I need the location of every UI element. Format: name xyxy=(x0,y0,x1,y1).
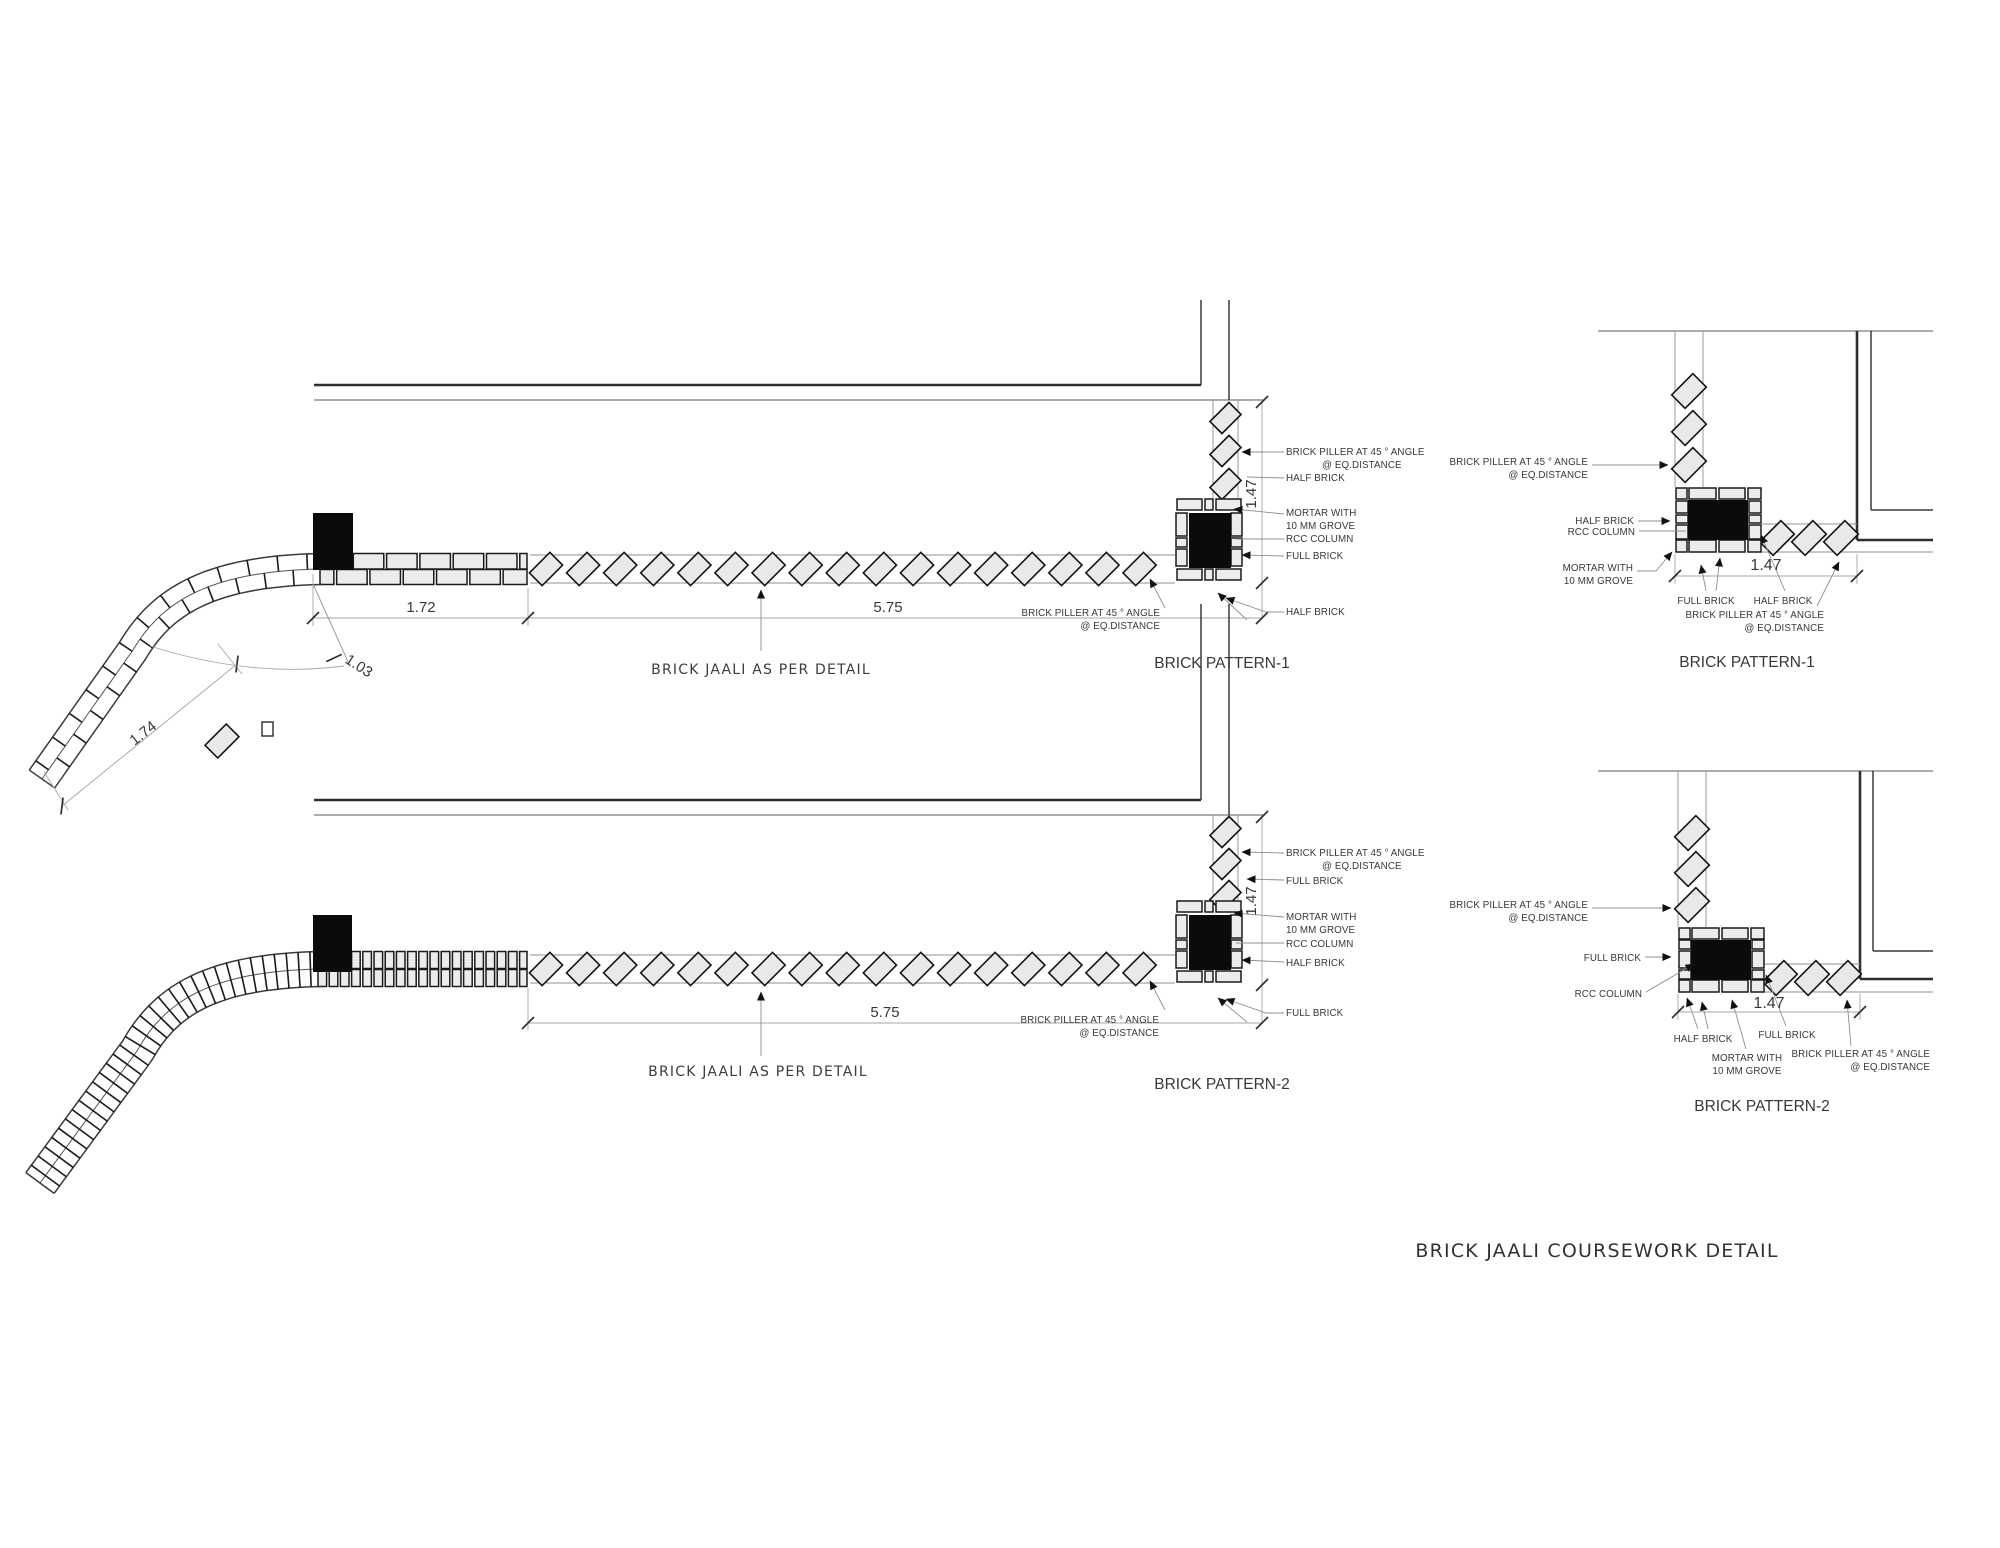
plan1-dim-wall: 1.72 xyxy=(406,599,435,616)
plan1-callout-rcc: RCC COLUMN xyxy=(1286,534,1353,545)
plan1-caption: BRICK PATTERN-1 xyxy=(1154,655,1290,672)
plan2-callout-piller: BRICK PILLER AT 45 ° ANGLE xyxy=(1286,848,1425,859)
detail-brick-pattern-1 xyxy=(1592,330,1933,607)
detail2-callout-full-brick: FULL BRICK xyxy=(1584,953,1642,964)
detail1-caption: BRICK PATTERN-1 xyxy=(1679,654,1815,671)
plan1-callout-piller-bottom2: @ EQ.DISTANCE xyxy=(1080,621,1160,632)
detail1-callout-piller2: @ EQ.DISTANCE xyxy=(1508,470,1588,481)
plan2-callout-full-brick: FULL BRICK xyxy=(1286,876,1344,887)
plan2-callout-piller-bottom: BRICK PILLER AT 45 ° ANGLE xyxy=(1021,1015,1160,1026)
detail1-callout-rcc: RCC COLUMN xyxy=(1568,527,1635,538)
detail1-callout-piller: BRICK PILLER AT 45 ° ANGLE xyxy=(1450,457,1589,468)
plan-brick-pattern-2 xyxy=(25,604,1285,1194)
plan1-callout-mortar2: 10 MM GROVE xyxy=(1286,521,1356,532)
detail2-caption: BRICK PATTERN-2 xyxy=(1694,1098,1830,1115)
detail1-callout-half-brick-2: HALF BRICK xyxy=(1754,596,1813,607)
plan1-dim-pillar: 1.47 xyxy=(1243,479,1260,508)
plan1-callout-half-brick: HALF BRICK xyxy=(1286,473,1345,484)
plan2-callout-piller-bottom2: @ EQ.DISTANCE xyxy=(1079,1028,1159,1039)
detail1-callout-piller-bottom2: @ EQ.DISTANCE xyxy=(1744,623,1824,634)
plan1-callout-piller: BRICK PILLER AT 45 ° ANGLE xyxy=(1286,447,1425,458)
plan2-caption: BRICK PATTERN-2 xyxy=(1154,1076,1290,1093)
plan2-callout-piller2: @ EQ.DISTANCE xyxy=(1322,861,1402,872)
plan2-callout-rcc: RCC COLUMN xyxy=(1286,939,1353,950)
sheet-title: BRICK JAALI COURSEWORK DETAIL xyxy=(1415,1240,1778,1262)
plan1-dim-curve: 1.74 xyxy=(126,718,159,749)
detail1-callout-piller-bottom: BRICK PILLER AT 45 ° ANGLE xyxy=(1686,610,1825,621)
plan2-note: BRICK JAALI AS PER DETAIL xyxy=(648,1064,868,1080)
plan1-note: BRICK JAALI AS PER DETAIL xyxy=(651,662,871,678)
detail2-callout-half-brick: HALF BRICK xyxy=(1674,1034,1733,1045)
plan2-callout-full-brick-2: FULL BRICK xyxy=(1286,1008,1344,1019)
detail1-callout-full-brick: FULL BRICK xyxy=(1677,596,1735,607)
detail2-callout-piller: BRICK PILLER AT 45 ° ANGLE xyxy=(1450,900,1589,911)
detail-brick-pattern-2 xyxy=(1592,770,1933,1050)
detail1-callout-half-brick: HALF BRICK xyxy=(1575,516,1634,527)
plan1-callout-mortar: MORTAR WITH xyxy=(1286,508,1356,519)
detail2-callout-full-brick-2: FULL BRICK xyxy=(1758,1030,1816,1041)
detail2-dim-pillar: 1.47 xyxy=(1753,995,1784,1012)
plan1-callout-piller-bottom: BRICK PILLER AT 45 ° ANGLE xyxy=(1022,608,1161,619)
detail2-callout-rcc: RCC COLUMN xyxy=(1575,989,1642,1000)
plan2-callout-mortar: MORTAR WITH xyxy=(1286,912,1356,923)
detail1-callout-mortar2: 10 MM GROVE xyxy=(1564,576,1634,587)
plan1-callout-full-brick: FULL BRICK xyxy=(1286,551,1344,562)
detail1-callout-mortar: MORTAR WITH xyxy=(1563,563,1633,574)
detail2-callout-mortar2: 10 MM GROVE xyxy=(1712,1066,1782,1077)
plan1-callout-piller2: @ EQ.DISTANCE xyxy=(1322,460,1402,471)
plan1-dim-arc: 1.03 xyxy=(342,651,376,681)
plan2-callout-mortar2: 10 MM GROVE xyxy=(1286,925,1356,936)
detail1-dim-pillar: 1.47 xyxy=(1750,557,1781,574)
plan2-dim-jaali: 5.75 xyxy=(870,1004,899,1021)
plan-brick-pattern-1 xyxy=(28,300,1285,815)
detail2-callout-piller-bottom: BRICK PILLER AT 45 ° ANGLE xyxy=(1792,1049,1931,1060)
plan2-callout-half-brick: HALF BRICK xyxy=(1286,958,1345,969)
detail2-callout-piller-bottom2: @ EQ.DISTANCE xyxy=(1850,1062,1930,1073)
plan2-dim-pillar: 1.47 xyxy=(1243,886,1260,915)
plan1-dim-jaali: 5.75 xyxy=(873,599,902,616)
detail2-callout-mortar: MORTAR WITH xyxy=(1712,1053,1782,1064)
plan1-callout-half-brick-2: HALF BRICK xyxy=(1286,607,1345,618)
detail2-callout-piller2: @ EQ.DISTANCE xyxy=(1508,913,1588,924)
